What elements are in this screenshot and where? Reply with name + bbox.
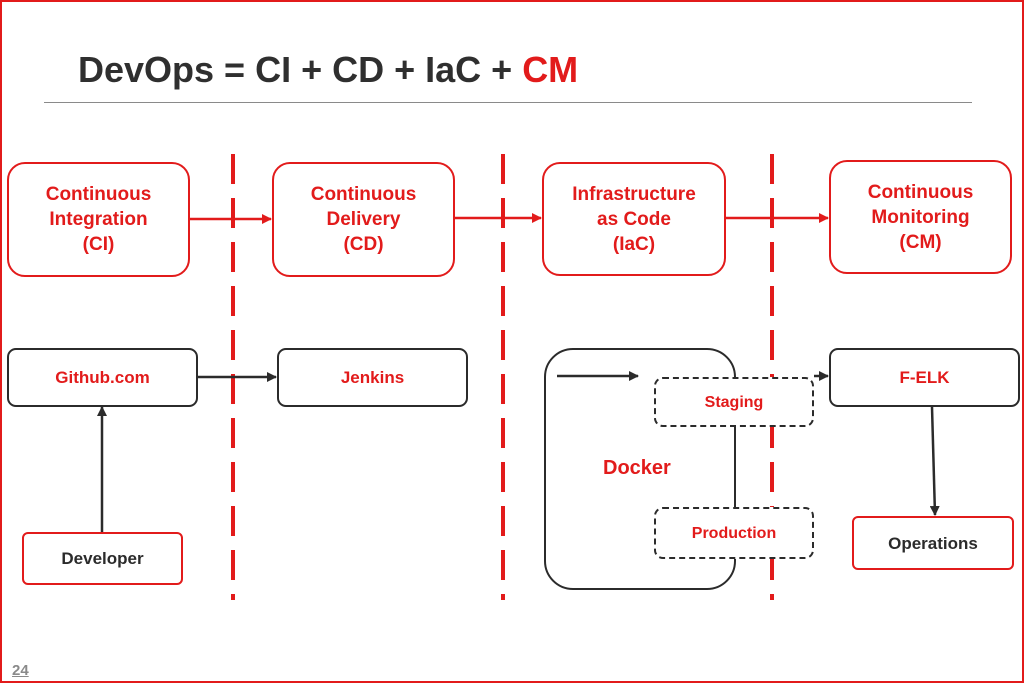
staging-label: Staging — [704, 393, 764, 411]
operations-box: Operations — [852, 516, 1014, 570]
staging-environment: Staging — [654, 377, 814, 427]
stage-infrastructure-as-code: Infrastructure as Code (IaC) — [542, 162, 726, 276]
title-text: DevOps = CI + CD + IaC + — [78, 49, 523, 90]
stage-label: Continuous Monitoring (CM) — [867, 181, 974, 253]
production-label: Production — [691, 524, 777, 542]
tool-felk: F-ELK — [829, 348, 1020, 407]
tool-label: F-ELK — [899, 368, 950, 387]
tool-label: Jenkins — [340, 368, 405, 387]
page-number: 24 — [12, 662, 29, 679]
slide-title: DevOps = CI + CD + IaC + CM — [78, 46, 578, 94]
tool-github: Github.com — [7, 348, 198, 407]
operations-label: Operations — [888, 533, 978, 553]
developer-box: Developer — [22, 532, 183, 585]
tool-jenkins: Jenkins — [277, 348, 468, 407]
stage-label: Continuous Integration (CI) — [45, 184, 152, 255]
docker-label: Docker — [603, 457, 671, 479]
stage-label: Continuous Delivery (CD) — [310, 184, 417, 255]
stage-continuous-delivery: Continuous Delivery (CD) — [272, 162, 455, 277]
stage-continuous-integration: Continuous Integration (CI) — [7, 162, 190, 277]
production-environment: Production — [654, 507, 814, 559]
title-divider — [44, 102, 972, 103]
tool-label: Github.com — [55, 368, 150, 387]
stage-label: Infrastructure as Code (IaC) — [572, 183, 696, 255]
arrow-felk-to-operations — [929, 406, 940, 516]
developer-label: Developer — [61, 549, 144, 568]
title-accent: CM — [522, 49, 579, 90]
stage-continuous-monitoring: Continuous Monitoring (CM) — [829, 160, 1012, 274]
